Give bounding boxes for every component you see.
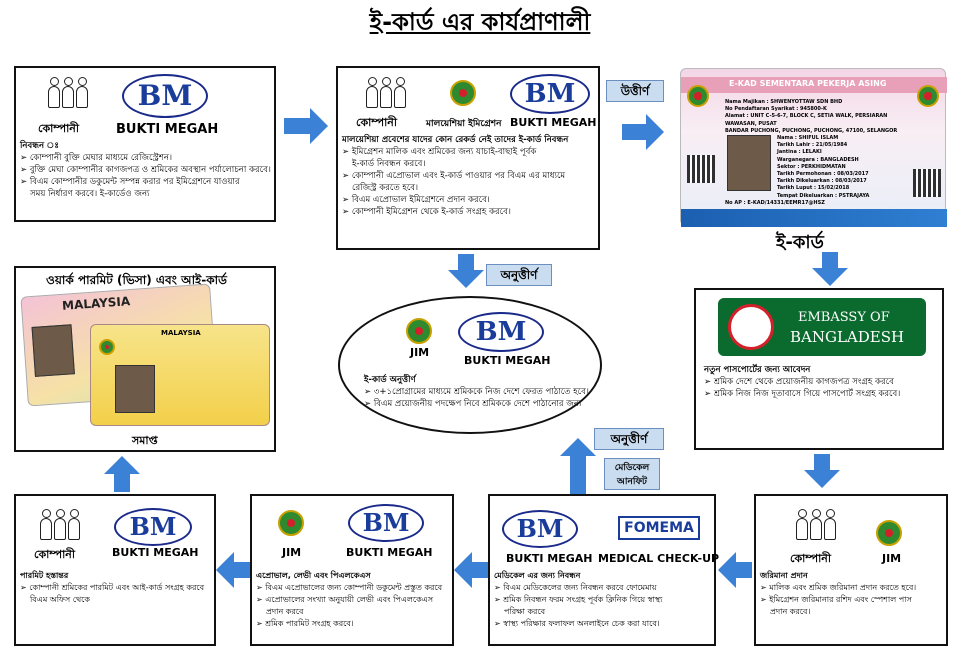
arrow-left-3 xyxy=(216,552,250,588)
medical-text: মেডিকেল এর জন্য নিবন্ধন ➢ বিএম মেডিকেলের… xyxy=(494,571,663,628)
approval-text: এপ্রোভাল, লেভী এবং পিএলকেএস ➢ বিএম এপ্রো… xyxy=(256,571,443,628)
work-permit-box: ওয়ার্ক পারমিট (ভিসা) এবং আই-কার্ড MALAY… xyxy=(14,266,276,452)
company-label: কোম্পানী xyxy=(38,122,79,135)
jim-label: JIM xyxy=(282,546,302,559)
immigration-seal-icon xyxy=(450,80,476,106)
ecard-label-banner xyxy=(681,209,947,227)
failed-tag-2: অনুত্তীর্ণ xyxy=(594,428,664,450)
approval-box: JIM BM BUKTI MEGAH এপ্রোভাল, লেভী এবং পি… xyxy=(250,494,454,646)
permit-handover-text: পারমিট হস্তান্তর ➢ কোম্পানী শ্রমিকের পার… xyxy=(20,571,205,604)
bm-logo: BM xyxy=(458,312,544,352)
page-title: ই-কার্ড এর কার্যপ্রাণালী xyxy=(369,8,591,36)
bukti-megah-label: BUKTI MEGAH xyxy=(346,546,433,559)
embassy-box: EMBASSY OF BANGLADESH নতুন পাসপোর্টের জন… xyxy=(694,288,944,450)
company-people-icon xyxy=(366,77,408,112)
immigration-label: মালয়েশিয়া ইমিগ্রেশন xyxy=(426,119,502,129)
jim-seal-icon xyxy=(876,520,902,546)
company-label: কোম্পানী xyxy=(790,552,831,565)
ecard-label: ই-কার্ড xyxy=(776,232,824,253)
ecard-failed-text: ই-কার্ড অনুত্তীর্ণ ➢ ৩+১প্রোগ্রামের মাধ্… xyxy=(364,375,589,409)
ecard-header-bar xyxy=(681,77,947,93)
jim-seal-icon xyxy=(278,510,304,536)
card2-photo xyxy=(115,365,155,413)
medical-unfit-tag: মেডিকেল আনফিট xyxy=(604,458,660,490)
embassy-text: নতুন পাসপোর্টের জন্য আবেদন ➢ শ্রমিক দেশে… xyxy=(704,365,901,399)
arrow-up-2 xyxy=(104,456,140,492)
ecard-failed-ellipse: JIM BM BUKTI MEGAH ই-কার্ড অনুত্তীর্ণ ➢ … xyxy=(338,296,602,434)
arrow-down-3 xyxy=(448,254,484,288)
ecard-seal-left-icon xyxy=(687,85,709,107)
arrow-right-1 xyxy=(284,108,328,144)
ecard-photo xyxy=(727,135,771,191)
bukti-megah-label: BUKTI MEGAH xyxy=(112,546,199,559)
bm-logo: BM xyxy=(122,74,208,118)
arrow-down-1 xyxy=(812,252,848,286)
bm-logo: BM xyxy=(510,74,590,114)
bukti-megah-label: BUKTI MEGAH xyxy=(506,552,593,565)
arrow-up-1 xyxy=(560,438,596,494)
card1-photo xyxy=(31,324,75,377)
arrow-right-2 xyxy=(622,114,664,150)
ecard-registration-text: মালয়েশিয়া প্রবেশের যাদের কোন রেকর্ড নে… xyxy=(342,135,569,217)
company-people-icon xyxy=(48,77,90,112)
bm-logo: BM xyxy=(502,510,578,548)
bukti-megah-label: BUKTI MEGAH xyxy=(116,122,219,137)
bukti-megah-label: BUKTI MEGAH xyxy=(464,354,551,367)
registration-box: কোম্পানী BM BUKTI MEGAH নিবন্ধন ঃ ➢ কোম্… xyxy=(14,66,276,222)
fomema-logo: FOMEMA xyxy=(618,516,700,540)
work-permit-done-label: সমাপ্ত xyxy=(132,434,158,447)
ecard-header-text: E-KAD SEMENTARA PEKERJA ASING xyxy=(729,79,887,88)
ecard-qr-right xyxy=(913,169,941,197)
permit-handover-box: কোম্পানী BM BUKTI MEGAH পারমিট হস্তান্তর… xyxy=(14,494,216,646)
fine-payment-text: জরিমানা প্রদান ➢ মালিক এবং শ্রমিক জরিমান… xyxy=(760,571,917,616)
card2-header: MALAYSIA xyxy=(161,329,201,337)
ecard-seal-right-icon xyxy=(917,85,939,107)
jim-seal-icon xyxy=(406,318,432,344)
company-people-icon xyxy=(796,509,838,544)
card1-header: MALAYSIA xyxy=(61,294,131,313)
card2-seal-icon xyxy=(99,339,115,355)
bm-logo: BM xyxy=(348,504,424,542)
arrow-left-2 xyxy=(454,552,488,588)
arrow-down-2 xyxy=(804,454,840,488)
company-people-icon xyxy=(40,509,82,544)
failed-tag-1: অনুত্তীর্ণ xyxy=(486,264,552,286)
fine-payment-box: কোম্পানী JIM জরিমানা প্রদান ➢ মালিক এবং … xyxy=(754,494,948,646)
jim-label: JIM xyxy=(410,346,430,359)
jim-label: JIM xyxy=(882,552,902,565)
ecard-image: E-KAD SEMENTARA PEKERJA ASING Nama Majik… xyxy=(680,68,947,227)
bm-logo: BM xyxy=(114,508,192,546)
company-label: কোম্পানী xyxy=(34,548,75,561)
company-label: কোম্পানী xyxy=(356,116,397,129)
work-permit-title: ওয়ার্ক পারমিট (ভিসা) এবং আই-কার্ড xyxy=(46,273,227,287)
bukti-megah-label: BUKTI MEGAH xyxy=(510,116,597,129)
medical-checkup-label: MEDICAL CHECK-UP xyxy=(598,552,720,565)
arrow-left-1 xyxy=(718,552,752,588)
registration-text: নিবন্ধন ঃ ➢ কোম্পানী বুক্তি মেঘার মাধ্যম… xyxy=(20,141,271,199)
ecard-fields: Nama Majikan : SHWENYOTTAW SDN BHD No Pe… xyxy=(725,99,898,206)
embassy-logo: EMBASSY OF BANGLADESH xyxy=(718,298,926,356)
passed-tag: উত্তীর্ণ xyxy=(606,80,664,102)
work-permit-card-2: MALAYSIA xyxy=(90,324,270,426)
embassy-line-2: BANGLADESH xyxy=(790,328,905,346)
embassy-line-1: EMBASSY OF xyxy=(798,310,890,325)
ecard-qr-left xyxy=(687,155,715,183)
bangladesh-seal-icon xyxy=(728,304,774,350)
medical-box: BM BUKTI MEGAH FOMEMA MEDICAL CHECK-UP ম… xyxy=(488,494,720,646)
ecard-registration-box: কোম্পানী মালয়েশিয়া ইমিগ্রেশন BM BUKTI … xyxy=(336,66,600,250)
